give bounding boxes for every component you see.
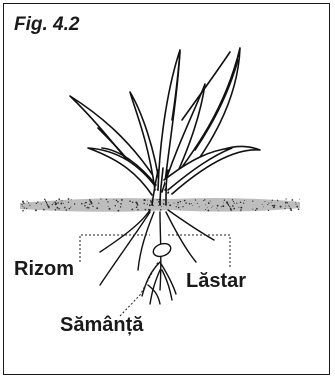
leaves [70,48,260,205]
label-rhizome: Rizom [14,258,74,281]
label-shoot: Lăstar [186,270,246,293]
figure-caption: Fig. 4.2 [14,14,79,36]
seed-shape [151,241,172,258]
label-seed: Sămânță [60,314,143,337]
